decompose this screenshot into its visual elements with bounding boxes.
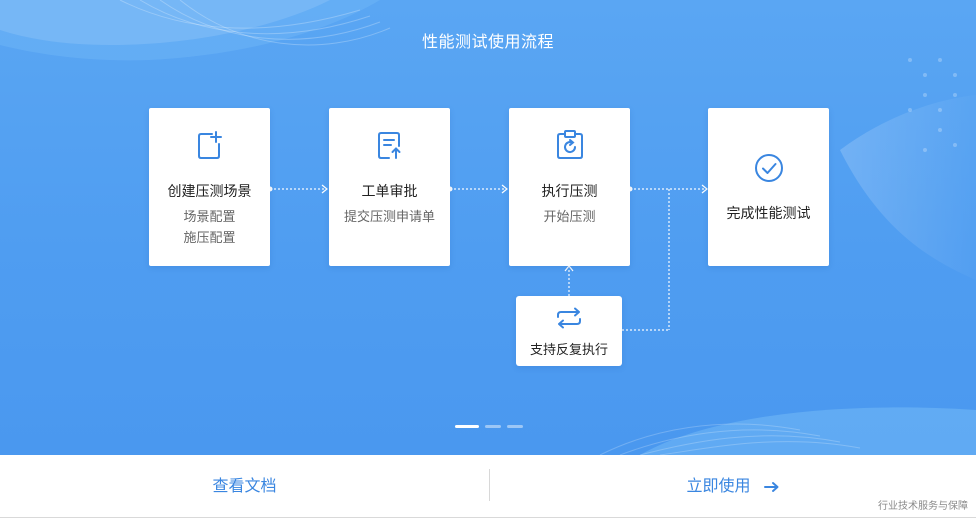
- use-now-button[interactable]: 立即使用: [490, 455, 976, 517]
- repeat-label: 支持反复执行: [529, 343, 608, 358]
- step-name: 完成性能测试: [726, 206, 811, 222]
- hero-banner: 性能测试使用流程 创建压测场景 场景配置 施压配置: [0, 0, 976, 455]
- step-card-execute[interactable]: 执行压测 开始压测: [509, 108, 630, 266]
- step-name: 执行压测: [541, 184, 598, 200]
- footer-divider: [489, 469, 490, 501]
- watermark: 行业技术服务与保障: [878, 501, 968, 512]
- step-card-create-scenario[interactable]: 创建压测场景 场景配置 施压配置: [149, 108, 270, 266]
- arrow-right-icon: [763, 481, 779, 492]
- use-now-label: 立即使用: [686, 476, 751, 495]
- footer-actions: 查看文档 立即使用: [0, 455, 976, 518]
- carousel-dot[interactable]: [507, 425, 523, 428]
- background-waves: [0, 0, 976, 455]
- check-circle-icon: [754, 154, 783, 182]
- step-card-complete[interactable]: 完成性能测试: [708, 108, 829, 266]
- upload-document-icon: [377, 132, 400, 159]
- step-name: 创建压测场景: [167, 184, 252, 200]
- view-docs-label: 查看文档: [212, 476, 277, 495]
- carousel-dot[interactable]: [485, 425, 501, 428]
- page-title: 性能测试使用流程: [421, 32, 554, 51]
- step-detail: 施压配置: [183, 231, 236, 246]
- step-detail: 场景配置: [183, 210, 236, 225]
- view-docs-button[interactable]: 查看文档: [0, 455, 489, 517]
- clipboard-refresh-icon: [556, 130, 583, 159]
- loop-arrows-icon: [557, 307, 581, 329]
- step-detail: 开始压测: [543, 210, 596, 225]
- step-name: 工单审批: [361, 184, 418, 200]
- repeat-execution-card[interactable]: 支持反复执行: [516, 296, 622, 366]
- step-card-approval[interactable]: 工单审批 提交压测申请单: [329, 108, 450, 266]
- document-add-icon: [197, 131, 222, 159]
- carousel-dot-active[interactable]: [455, 425, 479, 428]
- step-detail: 提交压测申请单: [343, 210, 435, 225]
